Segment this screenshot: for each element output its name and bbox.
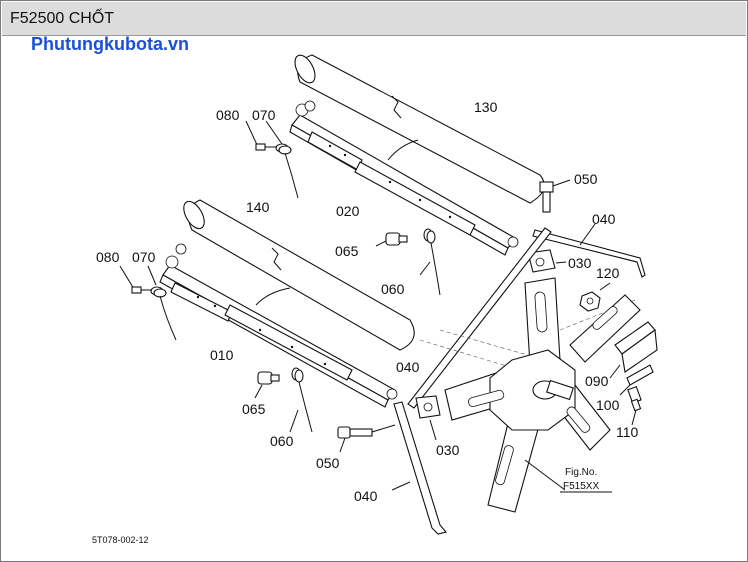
fig-ref-leader (524, 459, 566, 491)
bolt-050-lower (337, 424, 396, 453)
blade-assembly-020 (289, 100, 519, 256)
callout-050-lower: 050 (316, 455, 340, 471)
callout-030-lower: 030 (436, 442, 460, 458)
cover-130 (294, 54, 545, 204)
callout-130: 130 (474, 99, 498, 115)
blade-assembly-010 (159, 243, 398, 408)
bolt-080-upper (245, 120, 278, 151)
bolt-110 (627, 386, 642, 426)
callout-080-lower: 080 (96, 249, 120, 265)
callout-070-lower: 070 (132, 249, 156, 265)
spring-070-upper (265, 120, 299, 199)
callout-070-upper: 070 (252, 107, 276, 123)
callout-030-upper: 030 (568, 255, 592, 271)
plate-090 (609, 321, 658, 379)
drawing-code: 5T078-002-12 (92, 535, 149, 545)
rod-040-lower (391, 401, 447, 535)
callout-010: 010 (210, 347, 234, 363)
washer-100 (619, 364, 654, 396)
pin-065-upper (375, 232, 408, 247)
cover-140 (183, 199, 415, 351)
watermark: Phutungkubota.vn (31, 34, 189, 54)
figure-ref-label: Fig.No. (565, 467, 597, 478)
callout-020: 020 (336, 203, 360, 219)
bracket-030-lower (415, 395, 441, 441)
callout-140: 140 (246, 199, 270, 215)
callout-040-upper: 040 (592, 211, 616, 227)
callout-060-lower: 060 (270, 433, 294, 449)
nut-120 (579, 282, 611, 312)
bolt-050-upper (539, 179, 571, 213)
callout-040-middle: 040 (396, 359, 420, 375)
spring-060-upper (419, 228, 441, 296)
page-title: F52500 CHỐT (10, 10, 115, 27)
title-bar: F52500 CHỐT (2, 2, 746, 36)
callout-060-upper: 060 (381, 281, 405, 297)
callout-080-upper: 080 (216, 107, 240, 123)
spring-060-lower (289, 367, 313, 433)
callout-090: 090 (585, 373, 609, 389)
rotor-frame (419, 277, 641, 513)
long-rod (407, 227, 552, 409)
callout-110: 110 (616, 424, 639, 440)
callout-050-upper: 050 (574, 171, 598, 187)
callout-065-upper: 065 (335, 243, 359, 259)
bracket-030-upper (527, 249, 567, 273)
figure-ref-number: F515XX (563, 481, 599, 492)
callout-120: 120 (596, 265, 620, 281)
callout-065-lower: 065 (242, 401, 266, 417)
spring-070-lower (147, 265, 177, 341)
pin-065-lower (254, 371, 280, 399)
rod-040-upper (532, 223, 646, 278)
callout-100: 100 (596, 397, 620, 413)
callout-040-lower: 040 (354, 488, 378, 504)
